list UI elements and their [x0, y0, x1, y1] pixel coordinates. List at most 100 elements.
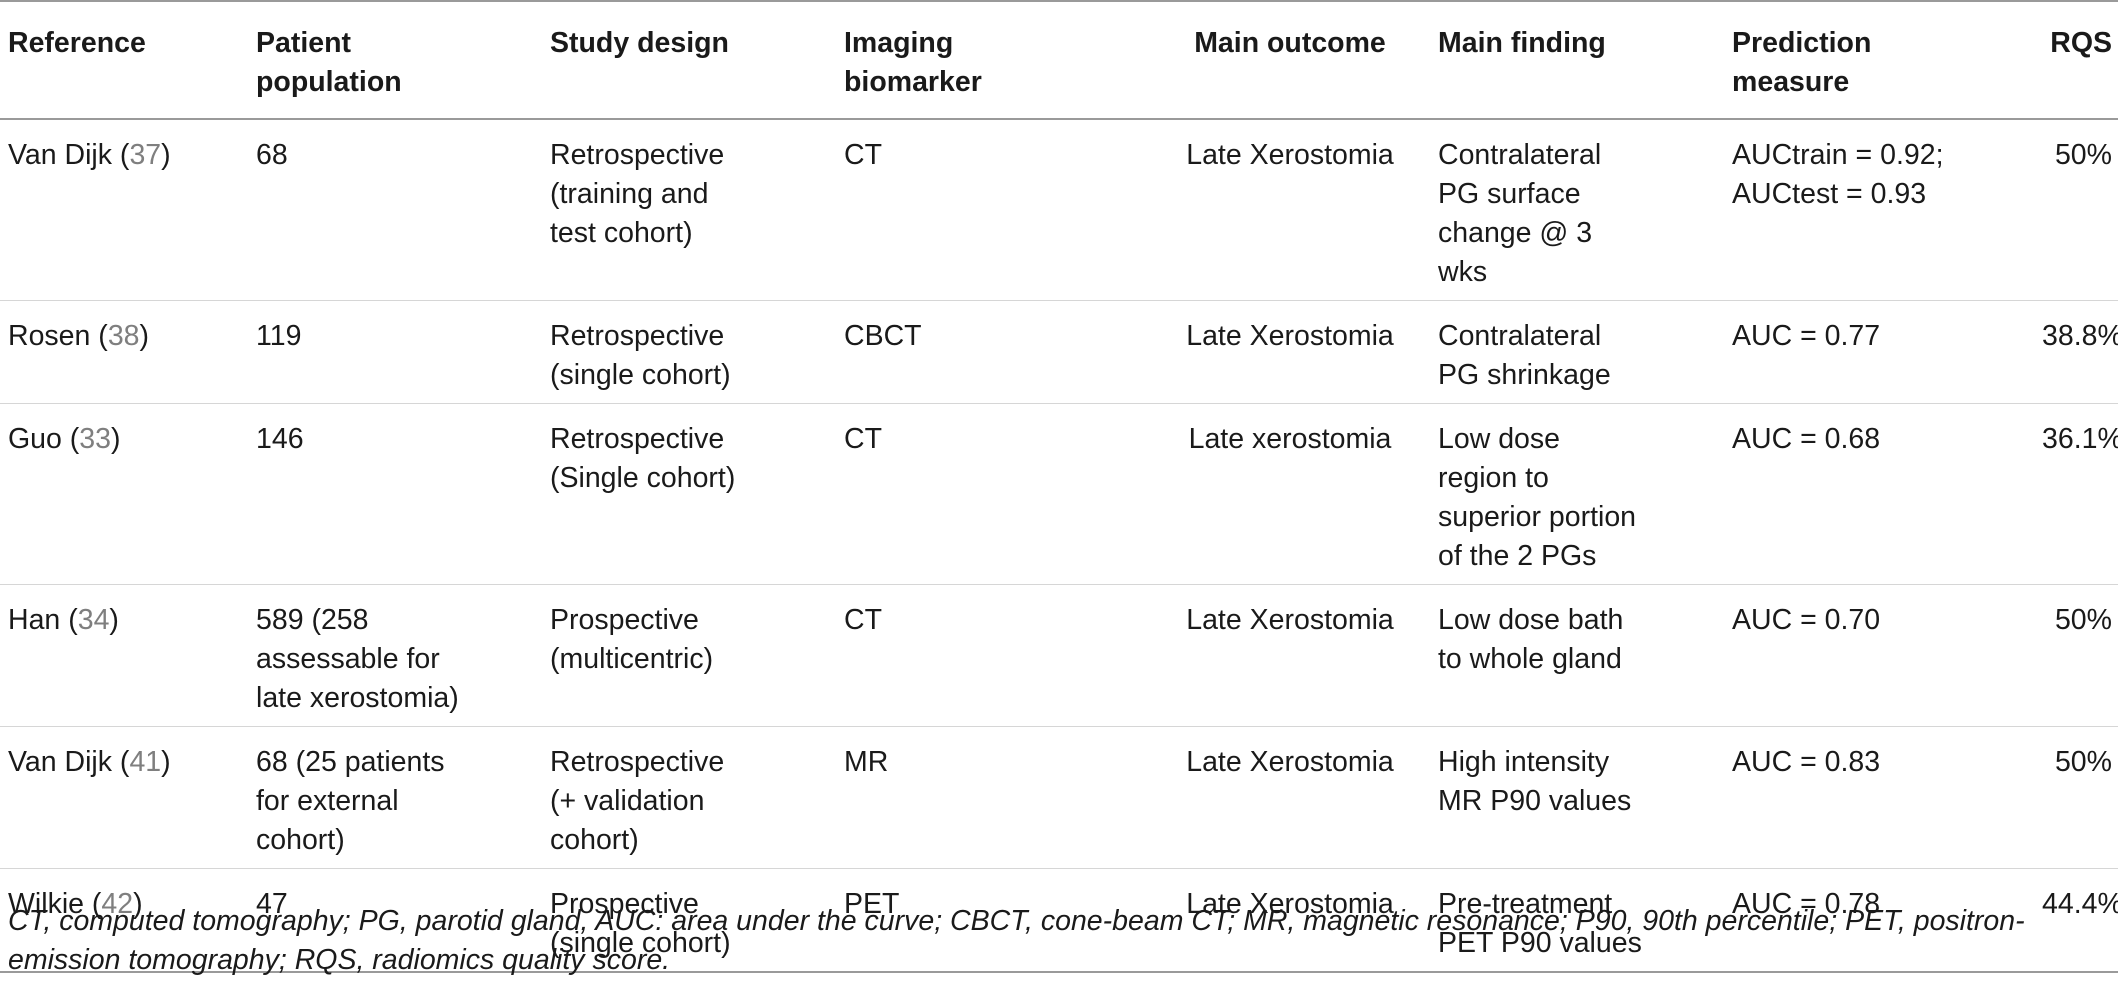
measure-line: AUCtrain = 0.92;: [1732, 139, 1944, 171]
cell-imaging-biomarker: PET: [844, 869, 1142, 973]
cell-patient-population: 68: [256, 119, 550, 301]
design-line: (single cohort): [550, 359, 731, 391]
rqs-value: 38.8%: [2042, 320, 2118, 352]
cell-main-outcome: Late Xerostomia: [1142, 301, 1438, 404]
cell-rqs: 38.8%: [2042, 301, 2118, 404]
cell-patient-population: 47: [256, 869, 550, 973]
table-header: Reference Patient population Study desig…: [0, 1, 2118, 119]
cell-rqs: 50%: [2042, 585, 2118, 727]
cell-patient-population: 146: [256, 404, 550, 585]
reference-citation-link[interactable]: 38: [107, 320, 140, 352]
population-line: 68: [256, 139, 288, 171]
population-line: 119: [256, 320, 302, 352]
header-row: Reference Patient population Study desig…: [0, 1, 2118, 119]
finding-line: PET P90 values: [1438, 927, 1642, 959]
biomarker-text: CBCT: [844, 320, 922, 352]
population-line: 146: [256, 423, 304, 455]
design-line: (multicentric): [550, 643, 714, 675]
outcome-text: Late Xerostomia: [1186, 746, 1394, 778]
header-imaging-biomarker-line: Imaging: [844, 27, 954, 59]
design-line: (single cohort): [550, 927, 731, 959]
design-line: test cohort): [550, 217, 693, 249]
cell-reference: Wilkie (42): [8, 888, 143, 920]
reference-citation-link[interactable]: 37: [129, 139, 162, 171]
reference-author: Van Dijk: [8, 746, 113, 778]
design-line: (+ validation: [550, 785, 705, 817]
rqs-value: 44.4%: [2042, 888, 2118, 920]
outcome-text: Late Xerostomia: [1186, 139, 1394, 171]
finding-line: High intensity: [1438, 746, 1610, 778]
cell-reference: Van Dijk (41): [8, 746, 171, 778]
cell-main-outcome: Late Xerostomia: [1142, 119, 1438, 301]
header-rqs: RQS: [2050, 27, 2112, 59]
design-line: Retrospective: [550, 423, 725, 455]
finding-line: superior portion: [1438, 501, 1637, 533]
population-line: assessable for: [256, 643, 440, 675]
design-line: Prospective: [550, 888, 699, 920]
header-prediction-measure: Prediction measure: [1732, 1, 2042, 119]
cell-study-design: Retrospective (+ validation cohort): [550, 727, 844, 869]
biomarker-text: MR: [844, 746, 889, 778]
rqs-value: 50%: [2054, 139, 2112, 171]
table-footnote: CT, computed tomography; PG, parotid gla…: [8, 905, 2025, 976]
finding-line: Contralateral: [1438, 139, 1602, 171]
reference-citation-link[interactable]: 42: [101, 888, 134, 920]
header-prediction-measure-line: measure: [1732, 66, 1850, 98]
header-imaging-biomarker: Imaging biomarker: [844, 1, 1142, 119]
cell-prediction-measure: AUC = 0.68: [1732, 404, 2042, 585]
header-reference: Reference: [8, 27, 146, 59]
finding-line: MR P90 values: [1438, 785, 1632, 817]
cell-main-outcome: Late Xerostomia: [1142, 869, 1438, 973]
cell-imaging-biomarker: CT: [844, 119, 1142, 301]
finding-line: PG surface: [1438, 178, 1581, 210]
design-line: cohort): [550, 824, 639, 856]
reference-author: Wilkie: [8, 888, 84, 920]
biomarker-text: PET: [844, 888, 900, 920]
biomarker-text: CT: [844, 139, 882, 171]
reference-citation-link[interactable]: 34: [77, 604, 110, 636]
cell-patient-population: 119: [256, 301, 550, 404]
cell-study-design: Prospective (multicentric): [550, 585, 844, 727]
population-line: cohort): [256, 824, 345, 856]
reference-citation-link[interactable]: 41: [129, 746, 162, 778]
outcome-text: Late Xerostomia: [1186, 604, 1394, 636]
reference-author: Han: [8, 604, 61, 636]
cell-rqs: 50%: [2042, 119, 2118, 301]
cell-prediction-measure: AUC = 0.70: [1732, 585, 2042, 727]
finding-line: Contralateral: [1438, 320, 1602, 352]
cell-patient-population: 589 (258 assessable for late xerostomia): [256, 585, 550, 727]
rqs-value: 36.1%: [2042, 423, 2118, 455]
design-line: Prospective: [550, 604, 699, 636]
population-line: 68 (25 patients: [256, 746, 445, 778]
finding-line: Low dose bath: [1438, 604, 1624, 636]
population-line: 589 (258: [256, 604, 369, 636]
cell-prediction-measure: AUC = 0.83: [1732, 727, 2042, 869]
design-line: (training and: [550, 178, 709, 210]
cell-imaging-biomarker: CBCT: [844, 301, 1142, 404]
finding-line: Pre-treatment: [1438, 888, 1613, 920]
header-prediction-measure-line: Prediction: [1732, 27, 1872, 59]
design-line: Retrospective: [550, 746, 725, 778]
cell-main-finding: High intensity MR P90 values: [1438, 727, 1732, 869]
reference-citation-link[interactable]: 33: [79, 423, 111, 455]
cell-imaging-biomarker: CT: [844, 585, 1142, 727]
finding-line: to whole gland: [1438, 643, 1622, 675]
cell-main-outcome: Late Xerostomia: [1142, 727, 1438, 869]
outcome-text: Late Xerostomia: [1186, 320, 1394, 352]
cell-rqs: 50%: [2042, 727, 2118, 869]
biomarker-text: CT: [844, 423, 882, 455]
finding-line: PG shrinkage: [1438, 359, 1611, 391]
cell-study-design: Prospective (single cohort): [550, 869, 844, 973]
cell-reference: Guo (33): [8, 423, 121, 455]
header-patient-population-line: Patient: [256, 27, 352, 59]
header-patient-population-line: population: [256, 66, 402, 98]
cell-reference: Van Dijk (37): [8, 139, 171, 171]
population-line: late xerostomia): [256, 682, 459, 714]
